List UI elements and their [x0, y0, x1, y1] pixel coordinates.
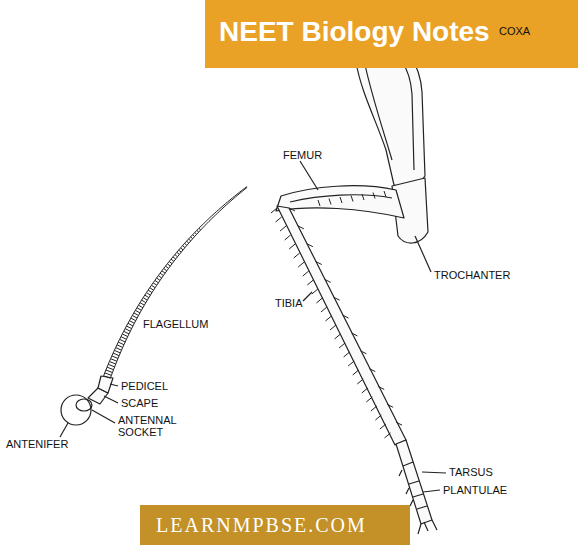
- part-label: PEDICEL: [121, 380, 168, 392]
- part-label: SCAPE: [121, 397, 158, 409]
- watermark-banner: LEARNMPBSE.COM: [140, 505, 410, 545]
- watermark: LEARNMPBSE.COM: [140, 505, 410, 537]
- part-label: ANTENNAL SOCKET: [118, 414, 186, 438]
- part-label: COXA: [499, 25, 530, 37]
- part-label: FEMUR: [283, 149, 322, 161]
- part-label: TROCHANTER: [434, 269, 510, 281]
- part-label: TARSUS: [449, 466, 493, 478]
- part-label: ANTENIFER: [6, 438, 68, 450]
- part-label: TIBIA: [275, 297, 303, 309]
- part-label: FLAGELLUM: [143, 318, 208, 330]
- title: NEET Biology Notes: [219, 16, 490, 48]
- part-label: PLANTULAE: [443, 484, 507, 496]
